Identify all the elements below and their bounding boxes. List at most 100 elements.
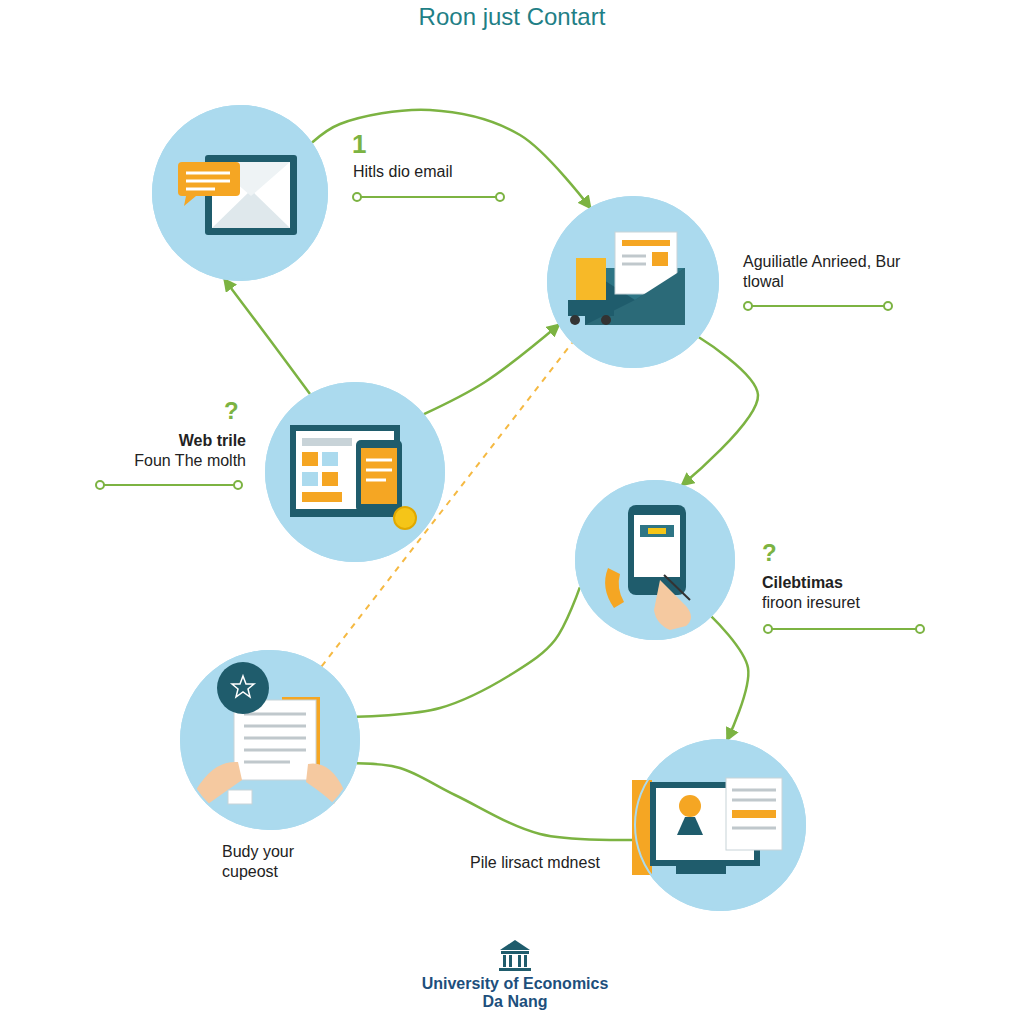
phone-icon [634, 515, 680, 577]
circle-outline [265, 382, 445, 562]
university-logo [501, 951, 529, 954]
delivery-icon [568, 300, 614, 316]
circle-grounds [152, 105, 806, 911]
callout-mark: ? [762, 540, 786, 566]
email-icon [184, 196, 196, 206]
web-icon [302, 438, 352, 446]
step-label: Hitls dio email [353, 162, 553, 182]
university-logo [518, 955, 521, 967]
desktop-icon [679, 795, 701, 817]
flow-arrow [312, 110, 590, 208]
label-underlines [772, 628, 916, 630]
label-underlines [752, 305, 884, 307]
step-label: Web trileFoun The molth [76, 431, 246, 471]
web-icon [290, 425, 416, 529]
desktop-icon [732, 827, 776, 830]
delivery-icon [622, 255, 646, 258]
document-icon [244, 713, 306, 716]
step-heading: Aguiliatle Anrieed, Bur tlowal [743, 252, 918, 292]
web-icon [290, 425, 400, 517]
circle-outline [180, 650, 360, 830]
desktop-icon [676, 866, 726, 874]
step-circle: Aguiliatle Anrieed, Bur tlowal [547, 196, 719, 368]
circle-grounds [547, 196, 719, 368]
step-heading: Hitls dio email [353, 162, 553, 182]
web-icon [356, 440, 402, 512]
email-icon [178, 155, 297, 235]
document-icon [228, 790, 252, 804]
circle-grounds [575, 480, 735, 640]
university-logo [503, 955, 506, 967]
circle-outline [635, 740, 805, 910]
circle-outline [152, 105, 328, 281]
step-heading: Budy your cupeost [222, 842, 322, 882]
flow-arrow [357, 587, 580, 716]
label-underlines [361, 196, 496, 198]
university-logo [499, 940, 531, 971]
label-underlines [104, 484, 234, 486]
phone-icon [605, 505, 691, 630]
label-underlines [884, 302, 892, 310]
diagram-title: Roon just Contart [0, 3, 1024, 31]
step-label: Pile lirsact mdnest [470, 853, 630, 873]
web-icon [366, 479, 386, 482]
document-icon [244, 749, 306, 752]
desktop-icon [732, 799, 776, 802]
document-icon [244, 725, 306, 728]
flow-arrow [357, 763, 635, 840]
label-underlines [96, 481, 104, 489]
step-heading: Web trile [76, 431, 246, 451]
delivery-icon [652, 252, 668, 266]
circle-outline [575, 480, 735, 640]
document-icon [217, 662, 269, 714]
desktop-icon [732, 789, 776, 792]
university-logo [509, 955, 512, 967]
delivery-icon [576, 258, 606, 300]
web-icon [302, 492, 342, 502]
step-label: Aguiliatle Anrieed, Bur tlowal [743, 252, 918, 292]
web-icon [322, 452, 338, 466]
label-underlines [916, 625, 924, 633]
flow-arrow [712, 617, 749, 740]
desktop-icon [632, 778, 782, 875]
label-underlines [353, 193, 361, 201]
desktop-icon [677, 817, 703, 835]
web-icon [322, 472, 338, 486]
university-logo [524, 955, 527, 967]
delivery-icon [622, 263, 646, 266]
web-icon [302, 472, 318, 486]
step-body: Foun The molth [76, 451, 246, 471]
document-icon [244, 737, 306, 740]
flow-arrow [682, 337, 758, 485]
circle-outline [266, 383, 444, 561]
circle-outline [547, 196, 719, 368]
email-icon [186, 188, 215, 191]
phone-icon [654, 580, 691, 630]
web-icon [366, 469, 392, 472]
web-icon [394, 507, 416, 529]
callout-number: 1 [352, 130, 382, 159]
desktop-icon [732, 810, 776, 818]
circle-grounds [634, 739, 806, 911]
document-icon [244, 761, 290, 764]
circle-grounds [265, 382, 445, 562]
label-underlines [764, 625, 772, 633]
flow-arrow [225, 280, 310, 394]
phone-icon [648, 528, 666, 534]
desktop-icon [726, 778, 782, 850]
step-heading: Pile lirsact mdnest [470, 853, 630, 873]
phone-icon [628, 505, 686, 595]
circle-outline [576, 481, 734, 639]
document-icon [232, 676, 254, 697]
phone-icon [664, 575, 690, 600]
phone-icon [605, 568, 624, 608]
flow-arrow [424, 325, 559, 414]
university-logo [500, 940, 530, 950]
email-icon [186, 180, 230, 183]
step-label: Cilebtimasfiroon iresuret [762, 573, 932, 613]
web-icon [366, 459, 392, 462]
circle-outline [634, 739, 806, 911]
step-circle: Cilebtimasfiroon iresuret [575, 480, 735, 640]
label-underlines [744, 302, 752, 310]
